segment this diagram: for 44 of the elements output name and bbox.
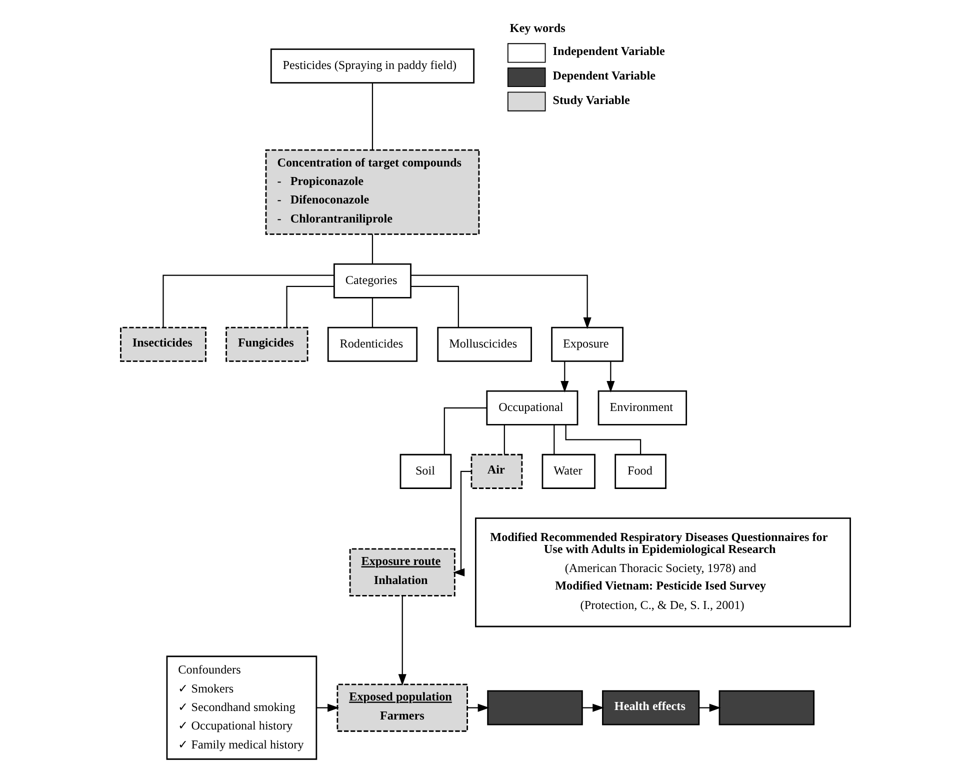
arrow <box>582 704 604 712</box>
node-box: Environment <box>597 390 687 426</box>
node-box: Exposure <box>550 326 623 362</box>
connector <box>410 286 458 328</box>
node-box: Molluscicides <box>436 326 532 362</box>
label: Key words <box>509 20 565 35</box>
node-box: Food <box>614 454 666 489</box>
arrow <box>467 704 489 712</box>
arrow <box>452 470 471 576</box>
connector <box>371 234 373 264</box>
connector <box>553 424 554 454</box>
node-box: Exposure route Inhalation <box>348 548 455 596</box>
arrow <box>606 361 614 393</box>
node-box: Water <box>541 454 595 489</box>
arrow <box>398 596 406 686</box>
node-box: Health effects <box>602 690 700 726</box>
connector <box>371 83 373 150</box>
node-box: Soil <box>399 454 452 489</box>
connector <box>503 424 504 454</box>
node-box: Air <box>470 454 522 489</box>
connector <box>564 424 641 454</box>
legend-label: Study Variable <box>552 92 630 107</box>
node-box: Pesticides (Spraying in paddy field) <box>270 48 474 84</box>
node-box: Exposed population Farmers <box>336 684 468 732</box>
connector <box>286 286 334 328</box>
connector <box>443 407 486 454</box>
node-box: Modified Recommended Respiratory Diseases Questionnaires for Use with Adults in Epidemiological Research (American Thoracic Society, 1978) and Modified Vietnam: Pesticide Ised Survey (Protection, C., & De, S. I., 2001) <box>474 517 850 628</box>
arrow <box>316 704 339 712</box>
arrow <box>698 704 720 712</box>
legend-label: Dependent Variable <box>552 68 656 82</box>
node-box: Insecticides <box>120 326 206 362</box>
node-box <box>486 690 582 726</box>
node-box: Categories <box>332 263 411 298</box>
node-box: Confounders ✓ Smokers ✓ Secondhand smoking ✓ Occupational history ✓ Family medical history <box>166 656 317 760</box>
connector <box>371 298 373 328</box>
node-box <box>718 690 814 726</box>
arrow <box>560 361 568 393</box>
node-box: Concentration of target compounds - Propiconazole - Difenoconazole - Chlorantraniliprole <box>264 149 480 235</box>
node-box: Fungicides <box>225 326 308 362</box>
legend-label: Independent Variable <box>552 44 664 58</box>
node-box: Occupational <box>486 390 578 426</box>
node-box: Rodenticides <box>326 326 418 362</box>
arrow <box>410 274 591 329</box>
connector <box>162 274 334 328</box>
